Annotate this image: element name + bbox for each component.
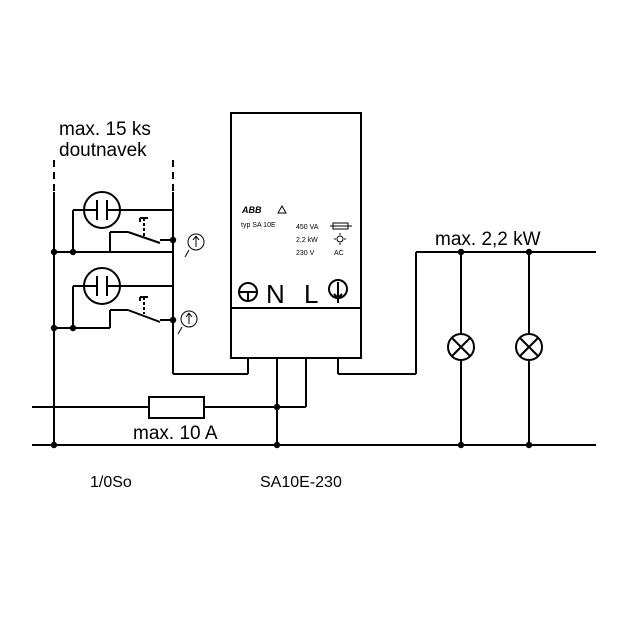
- switch-model-label: 1/0So: [90, 474, 132, 491]
- indicator-symbol-icon: [184, 233, 205, 258]
- push-button-icon: [127, 217, 161, 244]
- lamp-icon: [447, 333, 475, 361]
- fuse-icon: [148, 396, 205, 419]
- lamp-output-terminal-icon: [328, 279, 348, 303]
- relay-rating-v: 230 V: [296, 250, 315, 257]
- load-power-label: max. 2,2 kW: [435, 229, 541, 250]
- relay-rating-va: 450 VA: [296, 224, 319, 231]
- incandescent-load-icon: [334, 233, 346, 245]
- junction-dots: [50, 236, 533, 449]
- lamp-2: [515, 252, 543, 445]
- push-button-icon: [127, 296, 161, 323]
- relay-model-label: SA10E-230: [260, 474, 342, 491]
- push-button-2: [54, 267, 198, 335]
- terminal-l-label: L: [304, 279, 318, 309]
- indicator-symbol-icon: [177, 310, 198, 335]
- starters-label-line2: doutnavek: [59, 140, 147, 161]
- relay-module: ABB typ SA 10E 450 VA 2,2 kW 230 V AC N …: [230, 112, 362, 359]
- fluorescent-load-icon: [330, 222, 352, 230]
- relay-rating-ac: AC: [334, 250, 344, 257]
- starters-label-line1: max. 15 ks: [59, 119, 151, 140]
- fuse-rating-label: max. 10 A: [133, 423, 218, 444]
- terminal-n-label: N: [266, 279, 285, 309]
- push-button-1: [54, 191, 205, 258]
- lamp-1: [447, 252, 475, 445]
- relay-type-text: typ SA 10E: [241, 222, 276, 229]
- relay-brand-logo: ABB: [241, 205, 262, 215]
- glow-lamp-icon: [83, 267, 121, 305]
- relay-rating-kw: 2,2 kW: [296, 237, 318, 244]
- glow-lamp-icon: [83, 191, 121, 229]
- supply-wiring: [32, 192, 596, 446]
- warning-triangle-icon: [277, 204, 287, 214]
- push-button-terminal-icon: [238, 282, 258, 302]
- starter-group-bracket: [53, 160, 174, 192]
- lamp-icon: [515, 333, 543, 361]
